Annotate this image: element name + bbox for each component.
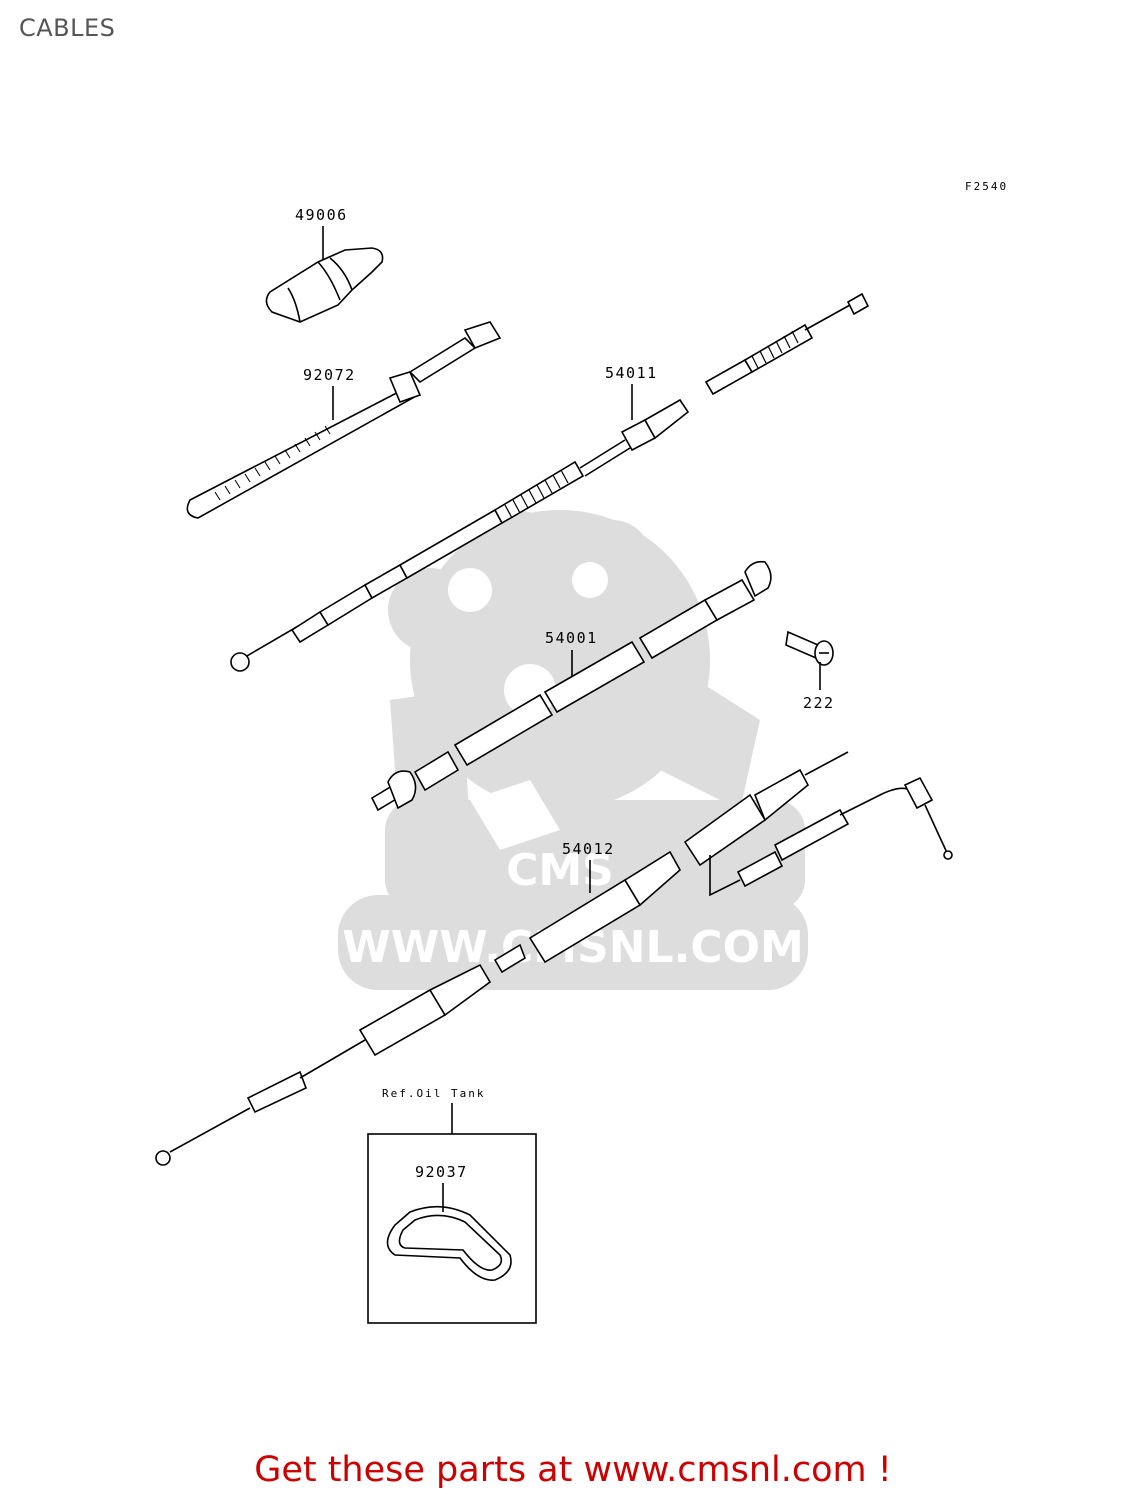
part-label-54012: 54012: [562, 840, 615, 858]
footer-promo: Get these parts at www.cmsnl.com !: [254, 1450, 892, 1490]
part-label-222: 222: [803, 694, 835, 712]
part-54001: 54001: [370, 560, 772, 812]
inset-title: Ref.Oil Tank: [382, 1087, 485, 1100]
part-label-92037: 92037: [415, 1163, 468, 1181]
part-label-54011: 54011: [605, 364, 658, 382]
inset-frame: [367, 1133, 537, 1324]
page-title: CABLES: [19, 14, 116, 42]
inset-oil-tank: Ref.Oil Tank 92037: [367, 1087, 537, 1324]
part-92037: [386, 1205, 512, 1281]
part-label-49006: 49006: [295, 206, 348, 224]
watermark: CMS WWW.CMSNL.COM: [338, 510, 808, 990]
part-222: 222: [785, 630, 835, 712]
part-54011: 54011: [230, 292, 870, 672]
part-54012: 54012: [155, 751, 953, 1166]
part-49006: 49006: [265, 206, 384, 323]
parts-diagram: CMS WWW.CMSNL.COM F2540 49006 92072: [155, 180, 1008, 1324]
watermark-letters: CMS: [506, 845, 614, 896]
part-92072: 92072: [186, 321, 502, 519]
figure-code: F2540: [965, 180, 1008, 193]
part-label-92072: 92072: [303, 366, 356, 384]
part-label-54001: 54001: [545, 629, 598, 647]
